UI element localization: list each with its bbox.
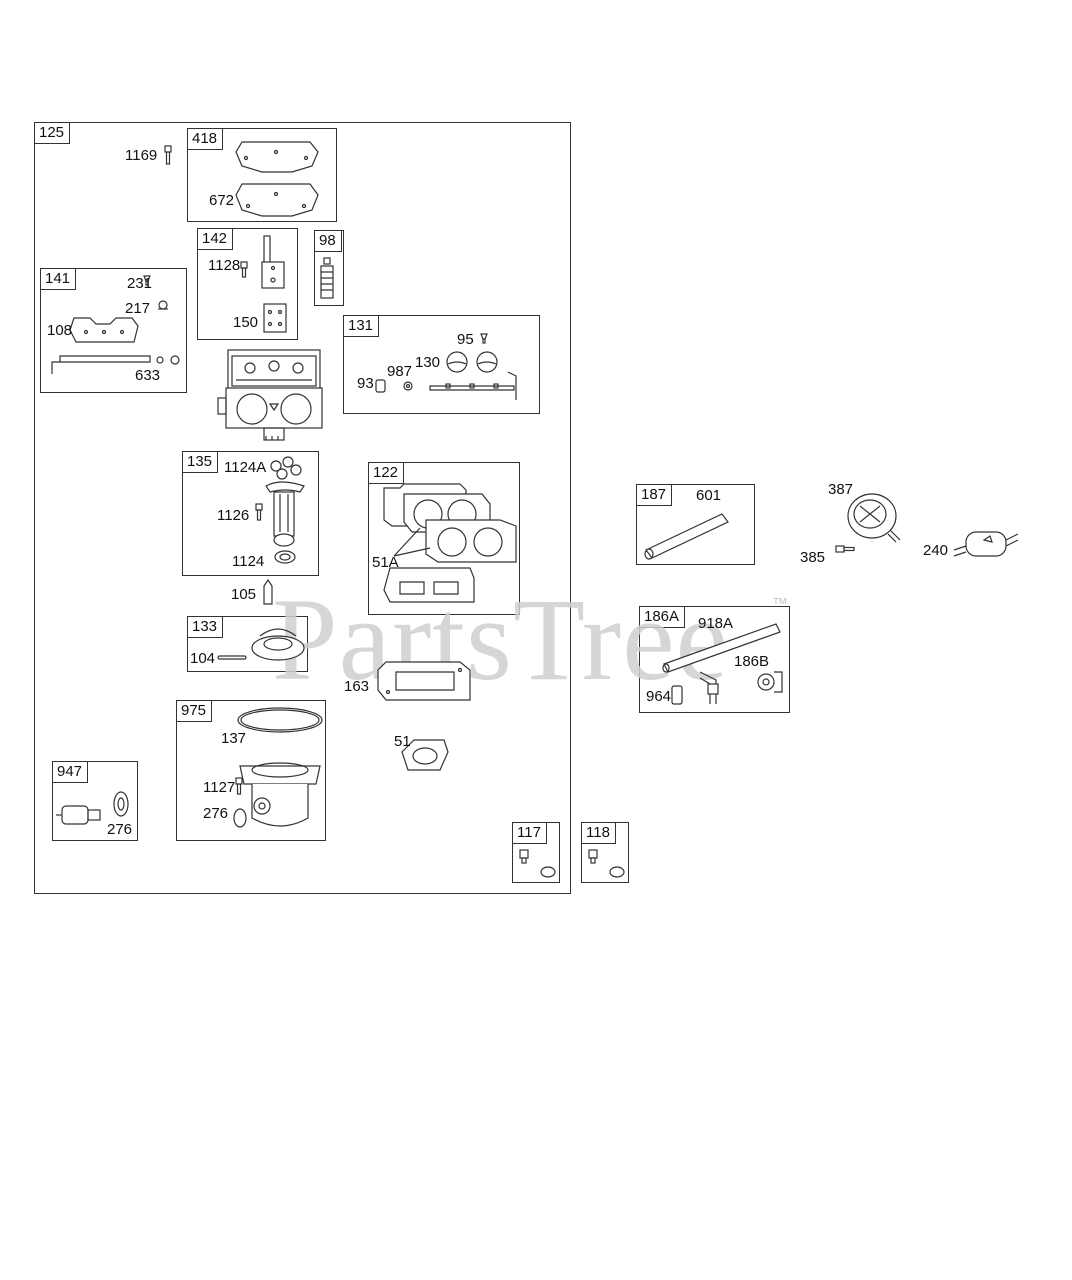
plate-418-icon [235,141,319,173]
fuel-bowl-975-icon [233,707,323,828]
part-label-137: 137 [221,730,247,747]
group-tag-975: 975 [177,701,213,722]
group-box-418: 418 [187,128,337,222]
part-label-1124: 1124 [232,553,265,570]
part-label-987: 987 [387,363,413,380]
lever-142-icon [240,235,287,333]
part-label-93: 93 [357,375,374,392]
gasket-51-icon [401,739,449,771]
part-label-633: 633 [135,367,161,384]
part-label-276-solenoid: 276 [107,821,133,838]
group-box-187: 187 [636,484,755,565]
float-133-icon [217,628,305,661]
gasket-set-122-icon [383,483,517,603]
part-label-130: 130 [415,354,441,371]
part-label-150: 150 [233,314,259,331]
group-box-131: 131 [343,315,540,414]
part-label-385: 385 [800,549,826,566]
part-label-1126: 1126 [217,507,250,524]
group-box-135: 135 [182,451,319,576]
watermark-trademark: ™ [772,596,788,613]
part-label-186B: 186B [734,653,770,670]
part-label-672: 672 [209,192,235,209]
part-label-1124A: 1124A [224,459,267,476]
bracket-141-icon [51,275,180,374]
part-label-105: 105 [231,586,257,603]
group-box-133: 133 [187,616,308,672]
group-box-142: 142 [197,228,298,340]
group-tag-122: 122 [369,463,405,484]
group-tag-186A: 186A [640,607,686,628]
part-label-51A: 51A [372,554,399,571]
group-box-122: 122 [368,462,520,615]
gasket-163-icon [377,661,471,701]
group-box-98: 98 [314,230,344,306]
part-label-1169: 1169 [125,147,158,164]
part-label-217: 217 [125,300,151,317]
fuel-pump-387-icon [835,493,901,553]
hose-186A-icon [662,623,783,705]
group-tag-117: 117 [513,823,547,844]
part-label-1128: 1128 [208,257,241,274]
group-tag-118: 118 [582,823,616,844]
part-label-601: 601 [696,487,722,504]
screw-1169-icon [164,145,172,165]
part-label-964: 964 [646,688,672,705]
fuel-filter-240-icon [953,531,1019,557]
group-tag-131: 131 [344,316,380,337]
throttle-shaft-131-icon [375,333,517,400]
fuel-hose-187-icon [644,513,729,560]
part-label-1127: 1127 [203,779,236,796]
group-tag-947: 947 [53,762,89,783]
part-label-51: 51 [394,733,411,750]
group-tag-187: 187 [637,485,673,506]
group-tag-135: 135 [183,452,219,473]
group-tag-418: 418 [188,129,224,150]
spring-98-icon [320,257,334,299]
group-tag-98: 98 [315,231,342,252]
group-tag-125: 125 [35,123,71,144]
part-label-231: 231 [127,275,153,292]
group-tag-133: 133 [188,617,224,638]
group-tag-141: 141 [41,269,77,290]
part-label-104: 104 [190,650,216,667]
group-tag-142: 142 [198,229,234,250]
screw-118-icon [588,849,625,878]
group-box-125: 125 [34,122,571,894]
part-label-163: 163 [344,678,370,695]
part-label-918A: 918A [698,615,734,632]
needle-105-icon [263,578,273,605]
screw-117-icon [519,849,556,878]
part-label-240: 240 [923,542,949,559]
group-box-186A: 186A [639,606,790,713]
group-box-117: 117 [512,822,560,883]
group-box-947: 947 [52,761,138,841]
group-box-975: 975 [176,700,326,841]
plate-672-icon [235,183,319,217]
watermark: PartsTree [272,574,729,705]
part-label-276-bowl: 276 [203,805,229,822]
part-label-387: 387 [828,481,854,498]
solenoid-947-icon [56,791,129,825]
part-label-95: 95 [457,331,474,348]
group-box-141: 141 [40,268,187,393]
fuel-inlet-135-icon [255,456,305,564]
group-box-118: 118 [581,822,629,883]
carburetor-body-icon [217,349,323,441]
part-label-108: 108 [47,322,73,339]
